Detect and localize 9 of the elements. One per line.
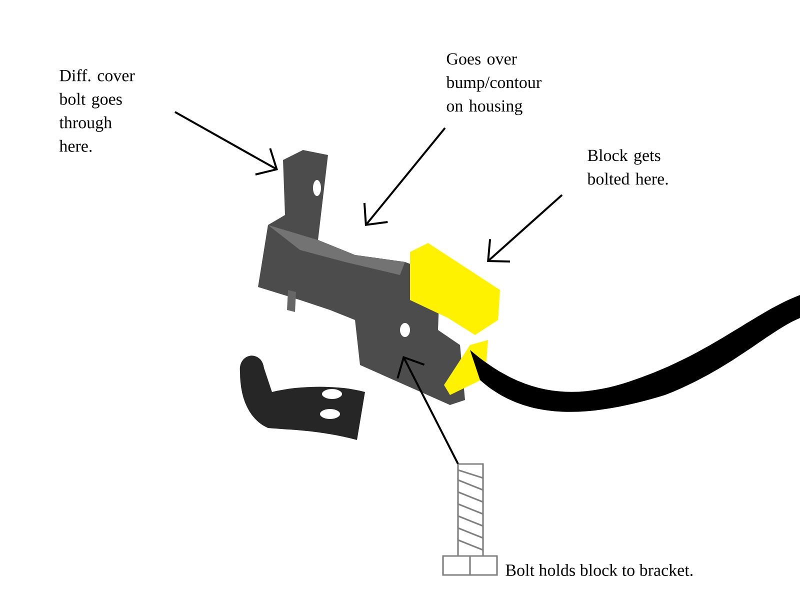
arrow xyxy=(174,111,278,176)
caption-text: Bolt holds block to bracket. xyxy=(506,564,692,576)
arrow xyxy=(363,127,446,226)
arrow xyxy=(487,194,563,263)
note-text: Goes over bump/contour on housing xyxy=(446,53,542,116)
arrow xyxy=(396,356,459,464)
note-text: Block gets bolted here. xyxy=(587,149,668,185)
bolt-drawing xyxy=(442,463,498,576)
note-text: Diff. cover bolt goes through here. xyxy=(59,69,135,152)
